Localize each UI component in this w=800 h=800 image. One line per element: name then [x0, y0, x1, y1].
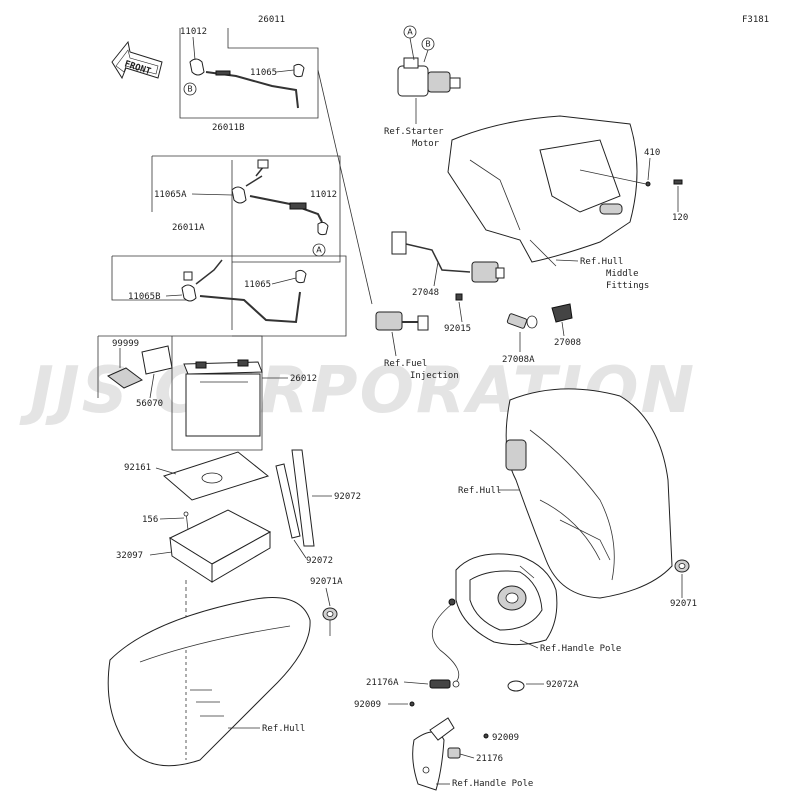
- label-21176A: 21176A: [366, 678, 399, 688]
- ref-starter-motor-1: Ref.Starter: [384, 127, 444, 137]
- handle-pole-lower: [412, 717, 455, 791]
- label-92072-b: 92072: [306, 556, 333, 566]
- ref-fuel-injection-1: Ref.Fuel: [384, 359, 427, 369]
- label-92072A: 92072A: [546, 680, 579, 690]
- bracket-21176: [447, 747, 461, 759]
- figure-code: F3181: [742, 15, 769, 25]
- clip-92015: [455, 293, 463, 301]
- label-11065-mid: 11065: [244, 280, 271, 290]
- battery-tray-92161: [162, 451, 270, 501]
- terminal-cap-11012-top: [189, 58, 205, 76]
- ref-hull-right: Ref.Hull: [458, 486, 501, 496]
- hull-bottom-left: [107, 597, 311, 767]
- cable-26011B-group: A: [151, 155, 341, 263]
- battery-case-32097: [168, 509, 272, 583]
- cable-26011-group: B: [179, 28, 319, 119]
- terminal-cover-11065A: [231, 186, 247, 204]
- terminal-cap-11012-mid: [317, 221, 329, 236]
- label-27008: 27008: [554, 338, 581, 348]
- grommet-92071A: [322, 607, 338, 621]
- label-92071: 92071: [670, 599, 697, 609]
- bolt-410-icon: [645, 181, 651, 187]
- label-92161: 92161: [124, 463, 151, 473]
- ref-hull-middle-1: Ref.Hull: [580, 257, 623, 267]
- callout-b-top-label: B: [425, 40, 431, 49]
- label-11012-mid: 11012: [310, 190, 337, 200]
- label-11012-top: 11012: [180, 27, 207, 37]
- battery-26012: [183, 359, 263, 437]
- ref-hull-middle-3: Fittings: [606, 281, 649, 291]
- harness-27048: [391, 231, 505, 283]
- terminal-cover-11065-mid: [295, 269, 307, 284]
- label-26011B: 26011B: [212, 123, 245, 133]
- label-sticker-56070: [141, 345, 173, 375]
- battery-strap-92072-b: [291, 449, 315, 547]
- label-99999: 99999: [112, 339, 139, 349]
- label-26011: 26011: [258, 15, 285, 25]
- front-arrow-icon: FRONT: [111, 40, 163, 80]
- callout-b-circle: [183, 82, 197, 96]
- label-56070: 56070: [136, 399, 163, 409]
- ref-handle-pole-b: Ref.Handle Pole: [452, 779, 533, 789]
- ref-hull-bottom: Ref.Hull: [262, 724, 305, 734]
- battery-strap-92072-a: [275, 463, 301, 539]
- cable-26011A-group: [111, 255, 347, 337]
- clamp-92072A: [507, 680, 525, 692]
- label-410: 410: [644, 148, 660, 158]
- screw-92009-b-icon: [483, 733, 489, 739]
- callout-a-top-label: A: [407, 28, 413, 37]
- screw-92009-a-icon: [409, 701, 415, 707]
- label-26011A: 26011A: [172, 223, 205, 233]
- label-92071A: 92071A: [310, 577, 343, 587]
- terminal-cover-11065B: [181, 284, 197, 302]
- ref-fuel-injection-2: Injection: [410, 371, 459, 381]
- terminal-cover-11065-top: [293, 63, 305, 78]
- socket-27008: [551, 303, 573, 323]
- label-92015: 92015: [444, 324, 471, 334]
- label-11065B: 11065B: [128, 292, 161, 302]
- fuel-injection-relay: [375, 311, 429, 331]
- hull-right: [505, 388, 673, 599]
- label-11065A: 11065A: [154, 190, 187, 200]
- callout-b-label: B: [187, 85, 193, 94]
- label-92072-a: 92072: [334, 492, 361, 502]
- ref-handle-pole-a: Ref.Handle Pole: [540, 644, 621, 654]
- label-120: 120: [672, 213, 688, 223]
- callout-a-label: A: [316, 246, 322, 255]
- label-92009-a: 92009: [354, 700, 381, 710]
- label-27008A: 27008A: [502, 355, 535, 365]
- handle-pole-plate: [455, 553, 558, 646]
- grommet-92071: [674, 559, 690, 573]
- label-26012: 26012: [290, 374, 317, 384]
- bulb-27008A: [506, 313, 538, 329]
- cable-21176A: [429, 598, 460, 689]
- label-21176: 21176: [476, 754, 503, 764]
- label-92009-b: 92009: [492, 733, 519, 743]
- label-32097: 32097: [116, 551, 143, 561]
- ref-starter-motor-2: Motor: [412, 139, 440, 149]
- label-27048: 27048: [412, 288, 439, 298]
- hull-middle-fittings: [447, 115, 638, 267]
- starter-motor: [397, 57, 461, 97]
- label-156: 156: [142, 515, 158, 525]
- pad-99999: [107, 367, 143, 389]
- ref-hull-middle-2: Middle: [606, 269, 639, 279]
- nut-120-icon: [673, 179, 683, 185]
- label-11065-top: 11065: [250, 68, 277, 78]
